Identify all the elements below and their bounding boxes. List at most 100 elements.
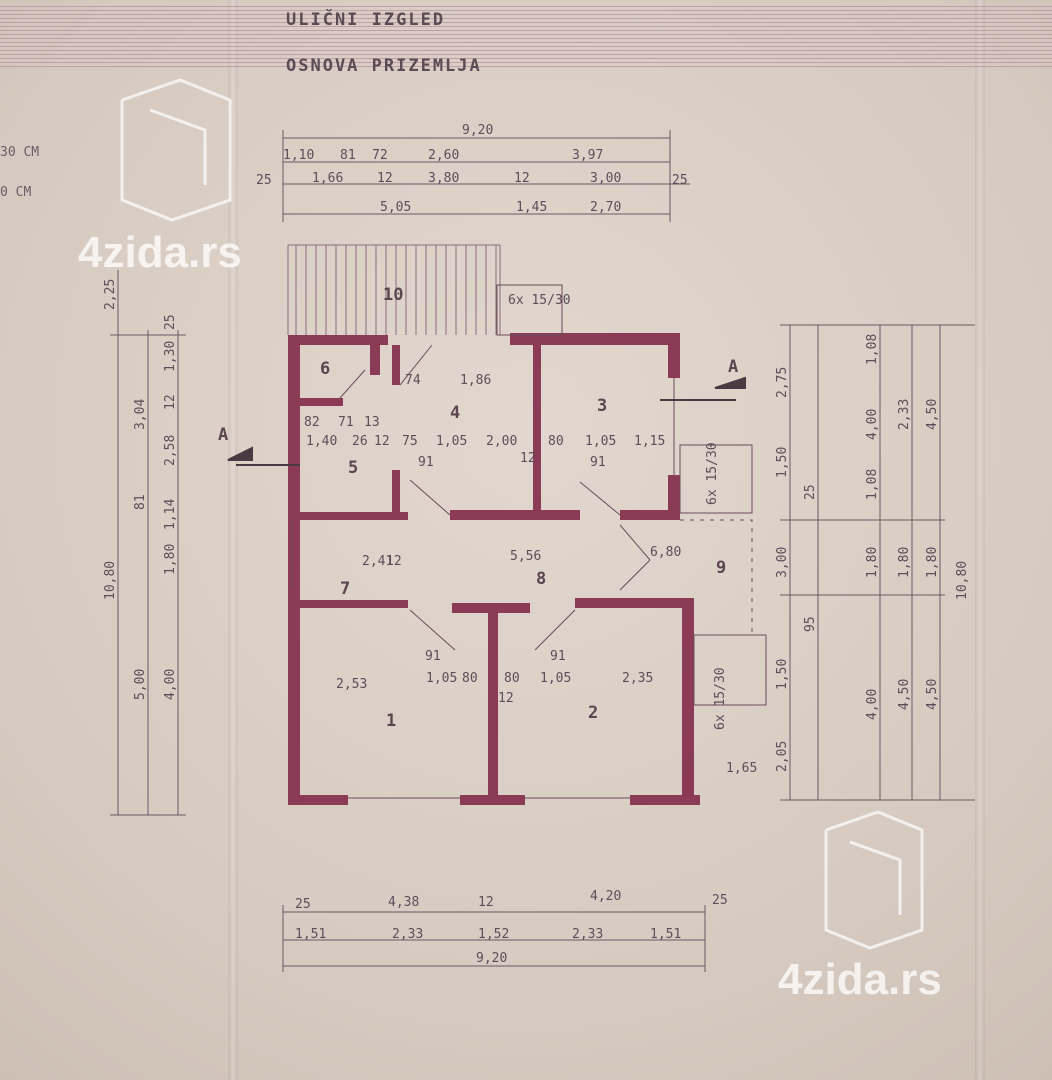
dimension-label: 3,97 xyxy=(572,148,603,163)
dimension-label: 25 xyxy=(256,173,272,188)
watermark-text: 4zida.rs xyxy=(778,955,942,1004)
paper-fold xyxy=(975,0,985,1080)
dimension-label: 12 xyxy=(377,171,393,186)
dimension-label: 12 xyxy=(498,691,514,706)
room-number: 3 xyxy=(597,396,607,416)
dimension-label: 80 xyxy=(504,671,520,686)
dimension-label: 26 xyxy=(352,434,368,449)
dimension-label: 1,08 xyxy=(865,334,880,365)
room-number: 7 xyxy=(340,579,350,599)
section-arrow-icon xyxy=(227,376,746,466)
margin-note: 30 CM xyxy=(0,145,40,160)
dimension-label: 81 xyxy=(133,494,148,510)
dimension-label: 1,40 xyxy=(306,434,337,449)
dimension-label: 1,86 xyxy=(460,373,491,388)
dimension-label: 1,05 xyxy=(585,434,616,449)
room-number: 10 xyxy=(383,285,403,305)
dimension-label: 71 xyxy=(338,415,354,430)
dimension-label: 10,80 xyxy=(955,561,970,600)
dimension-label: 91 xyxy=(590,455,606,470)
dimension-label: 12 xyxy=(386,554,402,569)
dimension-label: 4,50 xyxy=(925,399,940,430)
dimension-label: 1,05 xyxy=(540,671,571,686)
stair-label: 6x 15/30 xyxy=(713,667,728,730)
paper-fold xyxy=(228,0,238,1080)
dimension-label: 1,10 xyxy=(283,148,314,163)
dimension-label: 4,00 xyxy=(163,669,178,700)
dimension-label: 4,50 xyxy=(925,679,940,710)
dimension-label: 25 xyxy=(803,484,818,500)
room-number: 1 xyxy=(386,711,396,731)
dimension-label: 1,80 xyxy=(897,547,912,578)
watermark-logo-icon xyxy=(120,78,924,950)
dimension-label: 12 xyxy=(163,394,178,410)
dimension-label: 1,80 xyxy=(865,547,880,578)
terrace-9-outline xyxy=(680,519,753,635)
floor-plan-title: OSNOVA PRIZEMLJA xyxy=(286,56,482,76)
dimension-label: 1,65 xyxy=(726,761,757,776)
dimension-label: 1,15 xyxy=(634,434,665,449)
dimension-label: 1,51 xyxy=(295,927,326,942)
section-marker: A xyxy=(728,357,738,377)
dimension-label: 2,33 xyxy=(392,927,423,942)
dimension-label: 95 xyxy=(803,616,818,632)
margin-note: 0 CM xyxy=(0,185,32,200)
dimension-label: 2,70 xyxy=(590,200,621,215)
dimension-label: 1,05 xyxy=(426,671,457,686)
interior-walls xyxy=(298,343,580,798)
dimension-label: 1,45 xyxy=(516,200,547,215)
dimension-label: 1,66 xyxy=(312,171,343,186)
dimension-label: 1,80 xyxy=(925,547,940,578)
dimension-label: 2,05 xyxy=(775,741,790,772)
dimension-label: 2,41 xyxy=(362,554,393,569)
dimension-label: 2,33 xyxy=(897,399,912,430)
dimension-label: 4,00 xyxy=(865,689,880,720)
dimension-label: 1,30 xyxy=(163,341,178,372)
dimension-label: 10,80 xyxy=(103,561,118,600)
dimension-label: 2,33 xyxy=(572,927,603,942)
dimension-label: 6,80 xyxy=(650,545,681,560)
dimension-label: 25 xyxy=(672,173,688,188)
bottom-dimension-lines xyxy=(282,905,706,972)
street-view-title: ULIČNI IZGLED xyxy=(286,10,446,30)
top-dimension-lines xyxy=(282,130,690,222)
dimension-label: 2,60 xyxy=(428,148,459,163)
dimension-label: 4,50 xyxy=(897,679,912,710)
stair-label: 6x 15/30 xyxy=(705,442,720,505)
room-number: 2 xyxy=(588,703,598,723)
dimension-label: 5,00 xyxy=(133,669,148,700)
right-dimension-lines xyxy=(780,324,975,801)
dimension-label: 2,35 xyxy=(622,671,653,686)
dimension-label: 5,05 xyxy=(380,200,411,215)
dimension-label: 75 xyxy=(402,434,418,449)
dimension-label: 25 xyxy=(712,893,728,908)
dimension-label: 1,51 xyxy=(650,927,681,942)
dimension-label: 4,00 xyxy=(865,409,880,440)
stair-label: 6x 15/30 xyxy=(508,293,571,308)
room-number: 5 xyxy=(348,458,358,478)
dimension-label: 91 xyxy=(550,649,566,664)
dimension-label: 2,75 xyxy=(775,367,790,398)
dimension-label: 82 xyxy=(304,415,320,430)
dimension-label: 4,38 xyxy=(388,895,419,910)
windows xyxy=(291,378,675,799)
dimension-label: 4,20 xyxy=(590,889,621,904)
dimension-label: 1,50 xyxy=(775,447,790,478)
dimension-label: 25 xyxy=(295,897,311,912)
section-marker: A xyxy=(218,425,228,445)
dimension-label: 13 xyxy=(364,415,380,430)
dimension-label: 9,20 xyxy=(476,951,507,966)
room-number: 4 xyxy=(450,403,460,423)
dimension-label: 80 xyxy=(548,434,564,449)
dimension-label: 25 xyxy=(163,314,178,330)
dimension-label: 1,80 xyxy=(163,544,178,575)
room-number: 6 xyxy=(320,359,330,379)
room-number: 8 xyxy=(536,569,546,589)
dimension-label: 2,58 xyxy=(163,435,178,466)
dimension-label: 2,00 xyxy=(486,434,517,449)
dimension-label: 3,80 xyxy=(428,171,459,186)
dimension-label: 91 xyxy=(418,455,434,470)
watermark-text: 4zida.rs xyxy=(78,228,242,277)
dimension-label: 81 xyxy=(340,148,356,163)
dimension-label: 1,05 xyxy=(436,434,467,449)
